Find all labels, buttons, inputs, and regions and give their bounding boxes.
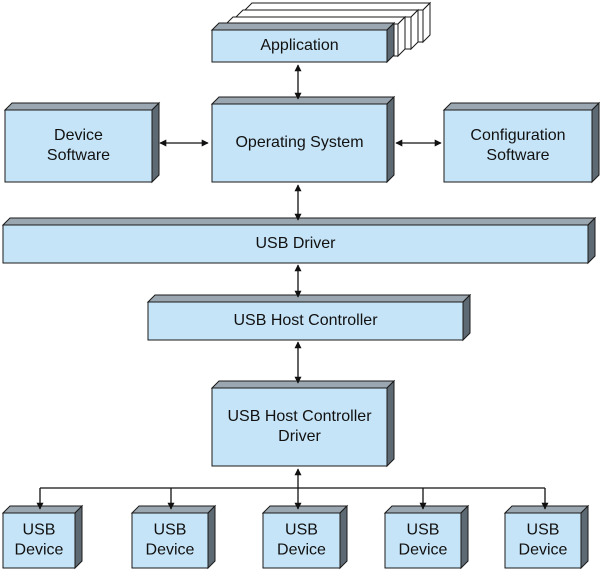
box-label-line: Software [47, 147, 110, 164]
box-front-face [384, 512, 462, 569]
box-side-face [587, 216, 596, 265]
box-label-line: Software [486, 147, 549, 164]
application-box: Application [210, 21, 396, 64]
box-label-line: Operating System [235, 134, 363, 151]
box-label-line: Application [260, 37, 338, 54]
usb-device-box: USB Device [130, 504, 217, 570]
box-front-face [443, 109, 593, 183]
box-label-line: USB Host Controller [227, 408, 372, 425]
box-front-face [147, 301, 464, 341]
box-front-face [211, 103, 388, 183]
box-front-face [262, 512, 341, 569]
box-front-face [4, 109, 153, 183]
box-label-line: USB [23, 522, 56, 539]
application-stack: Application [210, 1, 432, 64]
usb-driver-box: USB Driver [1, 216, 597, 265]
box-side-face [591, 101, 600, 184]
box-label-line: USB Driver [255, 235, 336, 252]
box-side-face [422, 1, 431, 44]
box-top-face [146, 294, 472, 303]
box-top-face [442, 102, 600, 111]
box-label-line: Driver [278, 428, 321, 445]
usb-device-box: USB Device [383, 504, 470, 570]
box-top-face [503, 505, 590, 514]
box-front-face [2, 224, 589, 264]
box-front-face [504, 512, 582, 569]
box-top-face [383, 505, 470, 514]
box-label-line: Device [54, 127, 103, 144]
box-label-line: USB [527, 522, 560, 539]
usb-device-box: USB Device [1, 504, 84, 570]
box-top-face [261, 505, 349, 514]
box-side-face [386, 379, 395, 468]
box-top-face [243, 2, 432, 11]
box-top-face [210, 22, 396, 31]
box-side-face [397, 15, 406, 58]
box-side-face [580, 504, 589, 570]
box-side-face [339, 504, 348, 570]
box-label-line: Device [399, 542, 448, 559]
box-top-face [130, 505, 217, 514]
box-side-face [74, 504, 83, 570]
box-label-line: USB [407, 522, 440, 539]
usb-device-box: USB Device [261, 504, 349, 570]
box-side-face [462, 293, 471, 342]
box-label-line: Device [519, 542, 568, 559]
box-label-line: Device [277, 542, 326, 559]
box-front-face [131, 512, 209, 569]
box-front-face [2, 512, 76, 569]
box-top-face [210, 380, 396, 389]
box-top-face [1, 505, 84, 514]
box-side-face [151, 101, 160, 184]
box-label-line: Device [15, 542, 64, 559]
box-label-line: USB Host Controller [233, 312, 378, 329]
operating-system-box: Operating System [210, 95, 396, 184]
box-label-line: USB [285, 522, 318, 539]
box-side-face [386, 21, 395, 64]
box-top-face [234, 9, 420, 18]
usb-host-controller-box: USB Host Controller [146, 293, 472, 342]
box-side-face [386, 95, 395, 184]
box-front-face [211, 387, 388, 467]
box-side-face [410, 8, 419, 51]
box-label-line: Device [146, 542, 195, 559]
box-label-line: USB [154, 522, 187, 539]
box-side-face [207, 504, 216, 570]
connectors [36, 64, 549, 510]
box-label-line: Configuration [470, 127, 565, 144]
box-top-face [1, 217, 597, 226]
box-top-face [3, 102, 161, 111]
box-side-face [460, 504, 469, 570]
usb-device-box: USB Device [503, 504, 590, 570]
box-top-face [210, 96, 396, 105]
box-front-face [211, 29, 388, 63]
